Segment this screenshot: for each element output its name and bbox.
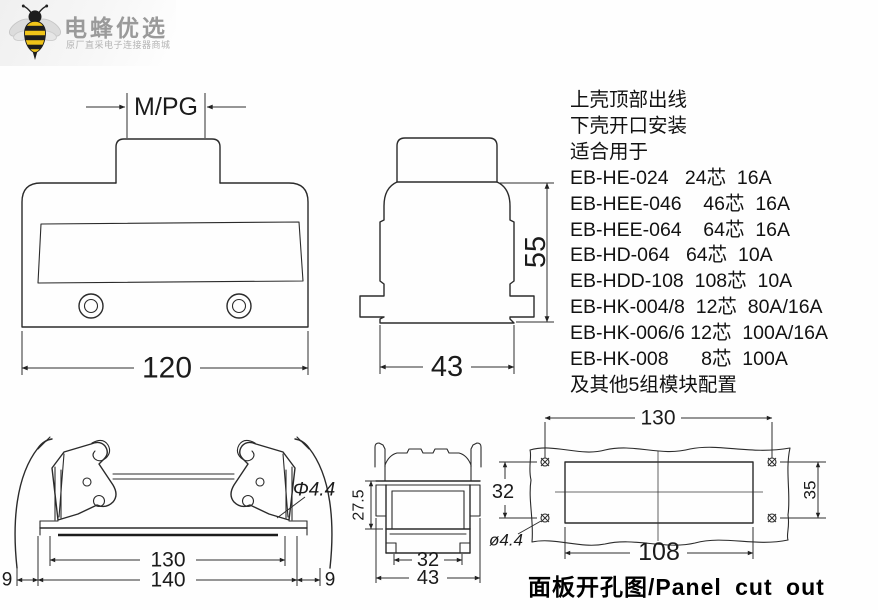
panel-cutout-drawing: 130 32 35 ø4.4 108: [489, 407, 826, 566]
latch-horn-left: [374, 442, 386, 468]
spec-list: 上壳顶部出线 下壳开口安装 适合用于 EB-HE-024 24芯 16A EB-…: [570, 88, 876, 399]
cutout-rectangle: [564, 461, 754, 524]
housing-body-side: [385, 484, 471, 530]
bottom-housing-side-drawing: 27.5 32 43: [351, 442, 482, 589]
hole-spacing-h-dim: 130: [640, 407, 675, 430]
panel-hole-dia-label: ø4.4: [489, 531, 523, 550]
hood-profile: [359, 181, 535, 324]
latch-top-profile: [384, 448, 472, 466]
spec-line: EB-HDD-108 108芯 10A: [570, 270, 793, 293]
body-depth-dim: 32: [417, 549, 439, 571]
gland-size-label: M/PG: [134, 93, 198, 121]
spec-line: 适合用于: [570, 140, 649, 163]
spec-line: EB-HK-008 8芯 100A: [570, 348, 788, 371]
spec-line: EB-HEE-064 64芯 16A: [570, 218, 791, 241]
hole-spacing-v-left-dim: 32: [492, 481, 514, 503]
spec-line: 及其他5组模块配置: [570, 373, 737, 396]
spec-line: EB-HK-004/8 12芯 80A/16A: [570, 296, 823, 319]
fixing-screw-right: [226, 293, 252, 319]
cutout-width-dim: 108: [638, 538, 680, 566]
pivot-hole-dia-label: Φ4.4: [293, 480, 335, 501]
spec-line: 下壳开口安装: [570, 114, 688, 137]
spec-line: EB-HK-006/6 12芯 100A/16A: [570, 322, 828, 345]
latch-lever-left: [51, 439, 117, 521]
bee-logo-icon: [8, 4, 62, 60]
hood-width-dim: 120: [142, 352, 192, 381]
housing-bulge-right: [294, 438, 333, 569]
left-offset-dim: 9: [2, 570, 13, 591]
spec-line: EB-HD-064 64芯 10A: [570, 244, 773, 267]
base-slab-side: [385, 528, 471, 554]
side-view-drawing: 55 43: [359, 137, 554, 383]
mounting-hole: [767, 513, 777, 523]
spec-line: 上壳顶部出线: [570, 89, 688, 111]
panel-cutout-caption: 面板开孔图/Panel cut out: [528, 574, 825, 600]
hood-depth-dim: 43: [431, 351, 463, 383]
fixing-screw-left: [78, 293, 104, 319]
panel-outline: [529, 446, 791, 546]
mounting-hole: [540, 513, 550, 523]
base-width-dim: 140: [150, 569, 185, 592]
hole-spacing-v-right-dim: 35: [801, 481, 820, 500]
flange-depth-dim: 43: [417, 567, 439, 589]
right-offset-dim: 9: [325, 570, 336, 591]
cable-gland-neck: [115, 138, 221, 184]
mounting-hole: [540, 457, 550, 467]
hood-body: [21, 182, 309, 328]
hood-recess-band: [37, 221, 304, 284]
spec-line: EB-HEE-046 46芯 16A: [570, 192, 791, 215]
bottom-housing-front-drawing: Φ4.4 130 140 9 9: [2, 436, 336, 592]
logo-title: 电蜂优选: [64, 15, 168, 41]
logo-subtitle: 原厂直采电子连接器商城: [66, 40, 171, 50]
latch-horn-right: [470, 442, 482, 468]
latch-lever-right: [230, 439, 296, 521]
hood-height-dim: 55: [520, 236, 552, 268]
front-view-drawing: M/PG 120: [21, 93, 309, 381]
spec-line: EB-HE-024 24芯 16A: [570, 166, 772, 189]
cable-gland-neck-side: [396, 137, 498, 183]
latch-spacing-dim: 130: [150, 549, 185, 572]
housing-bulge-left: [14, 438, 53, 569]
base-height-dim: 27.5: [351, 489, 368, 520]
mounting-hole: [767, 457, 777, 467]
